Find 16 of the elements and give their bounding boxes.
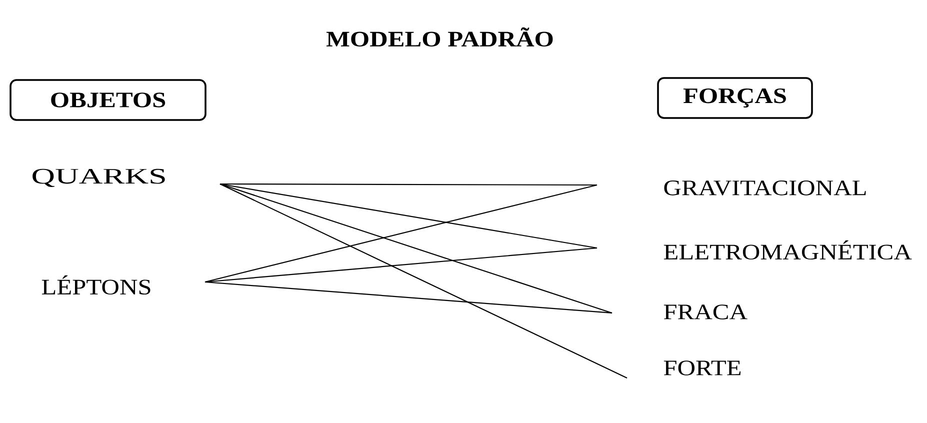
connecting-line <box>204 247 598 283</box>
connecting-line <box>220 183 598 249</box>
title: MODELO PADRÃO <box>326 27 553 47</box>
category-box: FORÇAS <box>657 77 813 119</box>
item-label: QUARKS <box>32 168 165 188</box>
connecting-line <box>204 281 612 314</box>
item-label: FRACA <box>664 304 748 320</box>
category-box: OBJETOS <box>10 79 206 121</box>
connecting-line <box>220 183 612 314</box>
connecting-line <box>220 184 628 378</box>
item-label: ELETROMAGNÉTICA <box>664 240 912 260</box>
item-label: GRAVITACIONAL <box>664 180 866 196</box>
item-label: FORTE <box>664 360 741 376</box>
item-label: LÉPTONS <box>42 275 150 295</box>
connecting-line <box>204 184 598 283</box>
connecting-line <box>220 183 597 186</box>
